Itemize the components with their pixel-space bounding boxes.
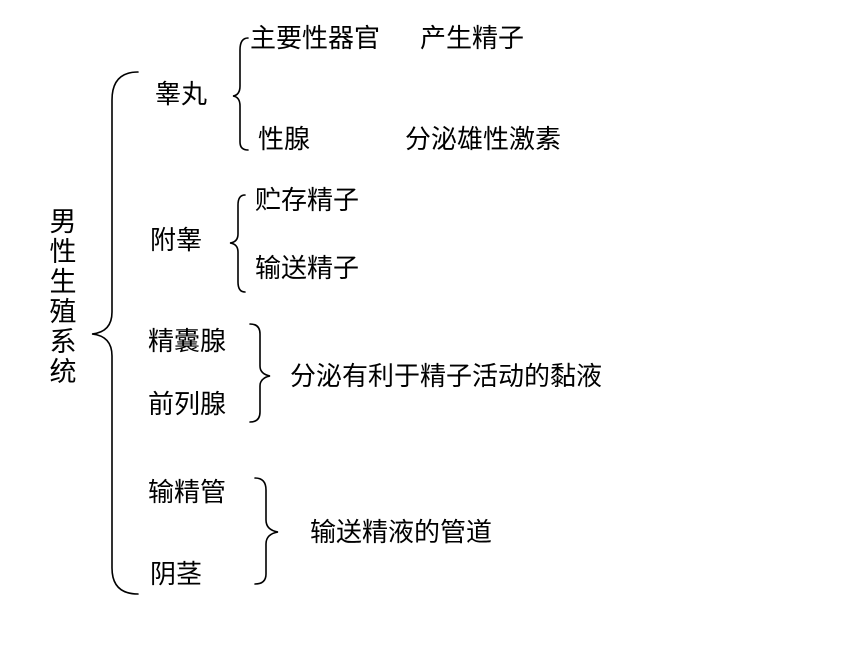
root-char: 统 <box>49 357 77 388</box>
ducts-item2: 阴茎 <box>150 560 203 590</box>
root-char: 系 <box>49 327 77 358</box>
ducts-item1: 输精管 <box>148 478 227 508</box>
testis-label: 睾丸 <box>155 80 208 110</box>
testis-row2-left: 性腺 <box>258 125 311 155</box>
root-char: 殖 <box>49 297 77 328</box>
glands-item2: 前列腺 <box>148 390 227 420</box>
root-char: 性 <box>49 237 77 268</box>
main-brace <box>91 71 139 595</box>
testis-row1-left: 主要性器官 <box>250 24 381 54</box>
ducts-func: 输送精液的管道 <box>310 518 493 548</box>
glands-func: 分泌有利于精子活动的黏液 <box>290 362 603 392</box>
glands-brace <box>249 323 271 423</box>
testis-row2-right: 分泌雄性激素 <box>405 125 562 155</box>
root-char: 男 <box>49 207 77 238</box>
ducts-brace <box>254 477 279 585</box>
root-label: 男 性 生 殖 系 统 <box>48 208 78 388</box>
glands-item1: 精囊腺 <box>148 327 227 357</box>
epididymis-func2: 输送精子 <box>255 254 360 284</box>
testis-row1-right: 产生精子 <box>420 24 525 54</box>
epididymis-func1: 贮存精子 <box>255 186 360 216</box>
testis-brace <box>232 37 249 151</box>
epididymis-brace <box>229 194 246 293</box>
epididymis-label: 附睾 <box>150 226 203 256</box>
root-char: 生 <box>49 267 77 298</box>
